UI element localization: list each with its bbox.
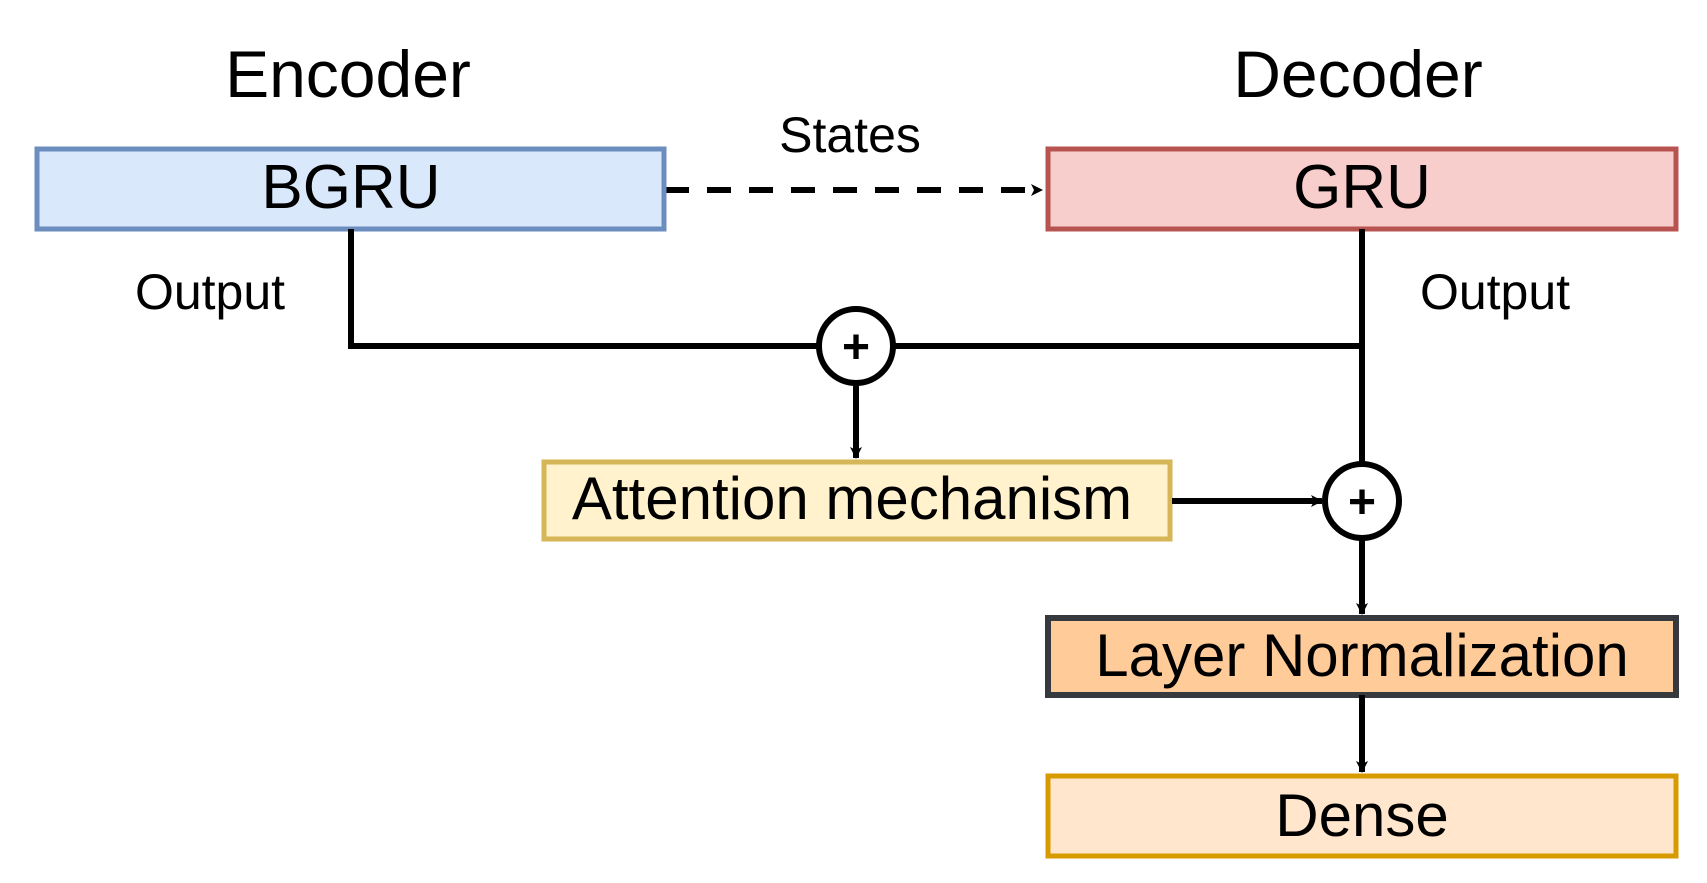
attention-box: [541, 459, 1173, 542]
layer-normalization-node: Layer Normalization: [1045, 615, 1679, 698]
encoder-output-connector: [348, 229, 818, 349]
plus-icon: +: [1348, 476, 1376, 529]
dense-box: [1045, 773, 1679, 859]
dense-node: Dense: [1045, 773, 1679, 859]
dense-label: Dense: [1275, 782, 1448, 849]
gru-label: GRU: [1293, 153, 1431, 222]
encoder-heading: Encoder: [225, 37, 471, 111]
encoder-output-label: Output: [135, 264, 285, 320]
gru-node: GRU: [1045, 146, 1679, 232]
gru-box: [1045, 146, 1679, 232]
bgru-node: BGRU: [34, 146, 667, 232]
add-operator-bottom: +: [1322, 461, 1402, 541]
bgru-label: BGRU: [261, 153, 440, 222]
states-label: States: [779, 107, 921, 163]
layer-normalization-box: [1045, 615, 1679, 698]
decoder-output-label: Output: [1420, 264, 1570, 320]
add-operator-top: +: [816, 306, 896, 386]
attention-node: Attention mechanism: [541, 459, 1173, 542]
layer-normalization-label: Layer Normalization: [1095, 622, 1629, 689]
attention-label: Attention mechanism: [572, 465, 1132, 532]
plus-icon: +: [842, 321, 870, 374]
decoder-heading: Decoder: [1233, 37, 1482, 111]
